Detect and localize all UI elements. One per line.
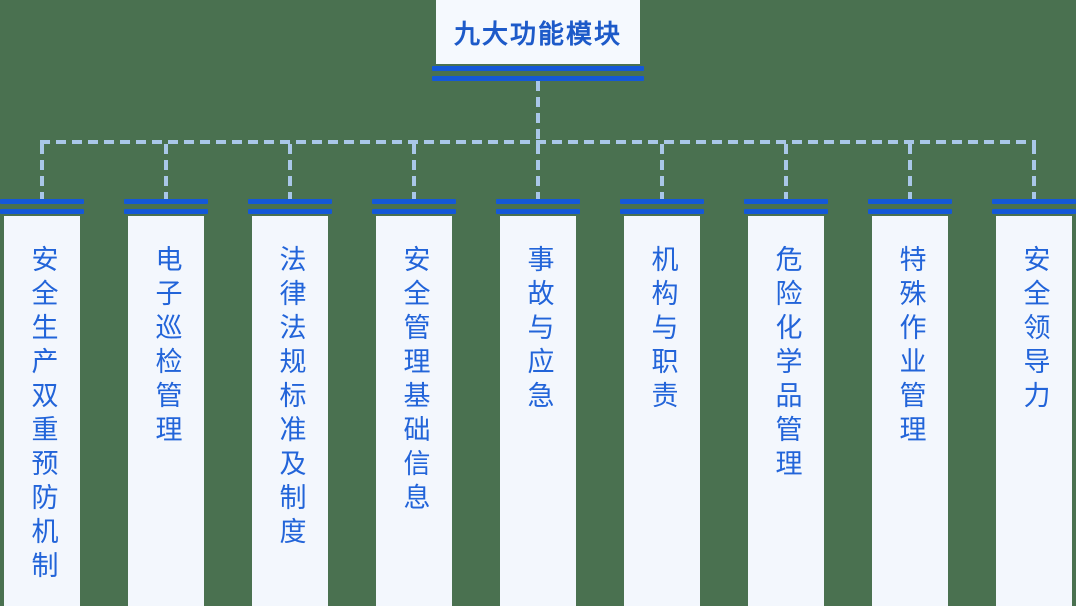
column-cap-bar-top (0, 199, 84, 204)
root-connector-drop (536, 81, 540, 143)
connector-drop (784, 144, 788, 199)
connector-drop (412, 144, 416, 199)
column-label: 特殊作业管理 (895, 245, 926, 449)
column-cap-bar-bottom (496, 209, 580, 214)
module-column-dual-prevention: 安全生产双重预防机制 (0, 144, 84, 606)
column-label: 安全领导力 (1019, 245, 1050, 415)
column-body: 危险化学品管理 (748, 216, 824, 606)
column-body: 特殊作业管理 (872, 216, 948, 606)
column-cap-bar-top (248, 199, 332, 204)
title-underline-top (432, 66, 644, 71)
column-body: 机构与职责 (624, 216, 700, 606)
column-cap-bar-bottom (0, 209, 84, 214)
column-body: 安全生产双重预防机制 (4, 216, 80, 606)
module-column-org-responsibility: 机构与职责 (620, 144, 704, 606)
connector-drop (288, 144, 292, 199)
title-box: 九大功能模块 (436, 0, 640, 64)
module-column-special-operations: 特殊作业管理 (868, 144, 952, 606)
module-column-safety-base-info: 安全管理基础信息 (372, 144, 456, 606)
column-cap-bar-bottom (620, 209, 704, 214)
column-label: 机构与职责 (647, 245, 678, 415)
module-column-hazardous-chemicals: 危险化学品管理 (744, 144, 828, 606)
column-body: 安全领导力 (996, 216, 1072, 606)
column-label: 安全管理基础信息 (399, 245, 430, 517)
title-underline-bottom (432, 76, 644, 81)
column-cap-bar-bottom (992, 209, 1076, 214)
column-cap-bar-top (868, 199, 952, 204)
column-cap-bar-top (372, 199, 456, 204)
column-body: 安全管理基础信息 (376, 216, 452, 606)
column-cap-bar-top (124, 199, 208, 204)
connector-horizontal-line (40, 140, 1036, 144)
column-cap-bar-top (992, 199, 1076, 204)
connector-drop (40, 144, 44, 199)
connector-drop (536, 144, 540, 199)
column-label: 危险化学品管理 (771, 245, 802, 483)
column-cap-bar-bottom (868, 209, 952, 214)
connector-drop (908, 144, 912, 199)
column-cap-bar-top (620, 199, 704, 204)
connector-drop (1032, 144, 1036, 199)
module-column-accident-emergency: 事故与应急 (496, 144, 580, 606)
module-column-e-inspection: 电子巡检管理 (124, 144, 208, 606)
column-body: 法律法规标准及制度 (252, 216, 328, 606)
column-cap-bar-bottom (248, 209, 332, 214)
module-column-laws-regulations: 法律法规标准及制度 (248, 144, 332, 606)
connector-drop (660, 144, 664, 199)
column-cap-bar-bottom (372, 209, 456, 214)
diagram-title: 九大功能模块 (453, 18, 622, 49)
column-cap-bar-top (496, 199, 580, 204)
module-column-safety-leadership: 安全领导力 (992, 144, 1076, 606)
column-label: 安全生产双重预防机制 (27, 245, 58, 585)
column-body: 电子巡检管理 (128, 216, 204, 606)
column-label: 电子巡检管理 (151, 245, 182, 449)
column-cap-bar-bottom (124, 209, 208, 214)
module-columns: 安全生产双重预防机制 电子巡检管理 法律法规标准及制度 安全管理基础信息 (0, 144, 1076, 606)
column-cap-bar-bottom (744, 209, 828, 214)
connector-drop (164, 144, 168, 199)
column-body: 事故与应急 (500, 216, 576, 606)
column-label: 法律法规标准及制度 (275, 245, 306, 551)
column-cap-bar-top (744, 199, 828, 204)
column-label: 事故与应急 (523, 245, 554, 415)
